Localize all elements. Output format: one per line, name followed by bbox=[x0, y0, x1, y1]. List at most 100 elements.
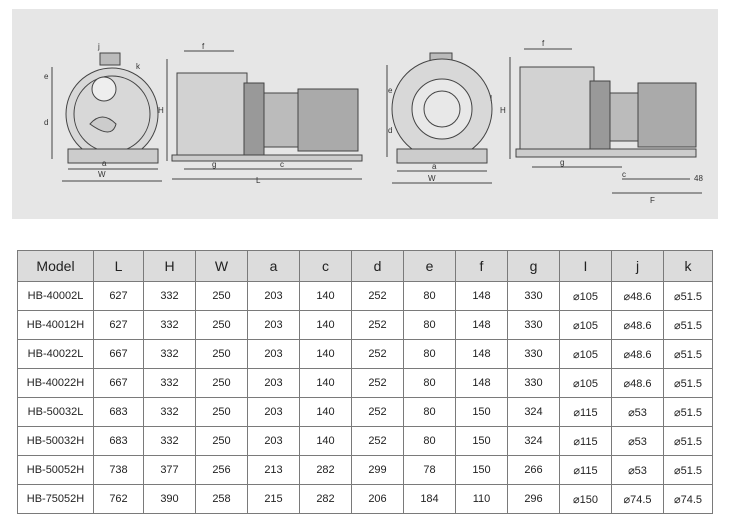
table-cell: 330 bbox=[507, 310, 560, 340]
pump1-label-e: e bbox=[44, 72, 49, 81]
table-cell: ⌀48.6 bbox=[611, 310, 664, 340]
header-c: c bbox=[299, 250, 352, 282]
table-cell-model: HB-40022H bbox=[17, 368, 94, 398]
table-cell: 150 bbox=[455, 455, 508, 485]
table-cell: 252 bbox=[351, 339, 404, 369]
table-cell: ⌀51.5 bbox=[663, 339, 713, 369]
table-cell: 250 bbox=[195, 397, 248, 427]
pump2-front-view bbox=[386, 52, 493, 184]
table-cell: 627 bbox=[93, 310, 144, 340]
table-cell: 252 bbox=[351, 310, 404, 340]
pump2-label-d: d bbox=[388, 126, 392, 135]
table-cell-model: HB-50032H bbox=[17, 426, 94, 456]
table-cell: 250 bbox=[195, 310, 248, 340]
table-cell: 667 bbox=[93, 339, 144, 369]
table-cell: ⌀74.5 bbox=[663, 484, 713, 514]
table-cell: 252 bbox=[351, 397, 404, 427]
table-cell: 80 bbox=[403, 281, 456, 311]
table-cell: 627 bbox=[93, 281, 144, 311]
pump2-side-label-c: c bbox=[622, 170, 626, 179]
pump2-side-label-f: f bbox=[542, 39, 545, 48]
table-cell: 324 bbox=[507, 397, 560, 427]
pump1-side-label-f: f bbox=[202, 42, 205, 51]
table-cell-model: HB-40002L bbox=[17, 281, 94, 311]
header-g: g bbox=[507, 250, 560, 282]
table-cell: ⌀105 bbox=[559, 281, 612, 311]
table-cell: 148 bbox=[455, 281, 508, 311]
table-cell: 206 bbox=[351, 484, 404, 514]
table-cell: ⌀53 bbox=[611, 455, 664, 485]
table-cell: ⌀115 bbox=[559, 397, 612, 427]
pump1-label-W: W bbox=[98, 170, 106, 179]
table-cell: ⌀51.5 bbox=[663, 455, 713, 485]
table-header-row: Model L H W a c d e f g I j k bbox=[17, 250, 713, 282]
pump1-side-label-c: c bbox=[280, 160, 284, 169]
pump1-label-k: k bbox=[136, 62, 141, 71]
table-cell: ⌀48.6 bbox=[611, 368, 664, 398]
table-cell: 140 bbox=[299, 310, 352, 340]
table-cell: 80 bbox=[403, 397, 456, 427]
pump1-front-view bbox=[51, 52, 162, 182]
table-cell: 203 bbox=[247, 426, 300, 456]
table-cell: ⌀74.5 bbox=[611, 484, 664, 514]
table-cell: ⌀51.5 bbox=[663, 426, 713, 456]
header-model: Model bbox=[17, 250, 94, 282]
table-cell: 332 bbox=[143, 426, 196, 456]
table-cell: 203 bbox=[247, 397, 300, 427]
table-cell: ⌀51.5 bbox=[663, 281, 713, 311]
table-cell: 80 bbox=[403, 339, 456, 369]
table-cell-model: HB-50032L bbox=[17, 397, 94, 427]
table-cell: 256 bbox=[195, 455, 248, 485]
table-cell: 377 bbox=[143, 455, 196, 485]
table-cell: 282 bbox=[299, 484, 352, 514]
header-L: L bbox=[93, 250, 144, 282]
table-cell: 250 bbox=[195, 426, 248, 456]
pump2-side-view bbox=[509, 48, 702, 194]
table-cell: 140 bbox=[299, 281, 352, 311]
table-cell: 80 bbox=[403, 310, 456, 340]
table-cell: 80 bbox=[403, 368, 456, 398]
header-W: W bbox=[195, 250, 248, 282]
table-cell: 332 bbox=[143, 310, 196, 340]
table-cell: ⌀115 bbox=[559, 455, 612, 485]
table-cell: ⌀150 bbox=[559, 484, 612, 514]
table-cell: 296 bbox=[507, 484, 560, 514]
header-H: H bbox=[143, 250, 196, 282]
table-cell: 148 bbox=[455, 368, 508, 398]
pump2-side-label-48: 48 bbox=[694, 174, 703, 183]
pump1-side-label-H: H bbox=[158, 106, 164, 115]
table-cell: 213 bbox=[247, 455, 300, 485]
table-cell: 667 bbox=[93, 368, 144, 398]
table-cell: 203 bbox=[247, 339, 300, 369]
table-cell: ⌀48.6 bbox=[611, 339, 664, 369]
table-cell: ⌀53 bbox=[611, 397, 664, 427]
header-j: j bbox=[611, 250, 664, 282]
pump1-label-j: j bbox=[97, 42, 100, 51]
table-cell: 140 bbox=[299, 368, 352, 398]
table-cell: 330 bbox=[507, 339, 560, 369]
table-cell: 252 bbox=[351, 426, 404, 456]
table-cell: 148 bbox=[455, 310, 508, 340]
pump2-label-I: I bbox=[490, 94, 492, 103]
table-cell: 250 bbox=[195, 281, 248, 311]
pump-technical-drawing: j k e d a W f H g c L bbox=[44, 39, 703, 205]
table-cell: ⌀105 bbox=[559, 310, 612, 340]
table-cell: 330 bbox=[507, 281, 560, 311]
table-cell: 266 bbox=[507, 455, 560, 485]
pump1-label-d: d bbox=[44, 118, 48, 127]
table-cell: ⌀51.5 bbox=[663, 397, 713, 427]
table-cell-model: HB-40022L bbox=[17, 339, 94, 369]
table-cell: ⌀51.5 bbox=[663, 368, 713, 398]
table-cell: 332 bbox=[143, 368, 196, 398]
table-cell: 203 bbox=[247, 310, 300, 340]
table-cell: ⌀53 bbox=[611, 426, 664, 456]
table-cell: 110 bbox=[455, 484, 508, 514]
table-cell: 78 bbox=[403, 455, 456, 485]
pump1-side-label-g: g bbox=[212, 160, 216, 169]
table-cell: 683 bbox=[93, 397, 144, 427]
